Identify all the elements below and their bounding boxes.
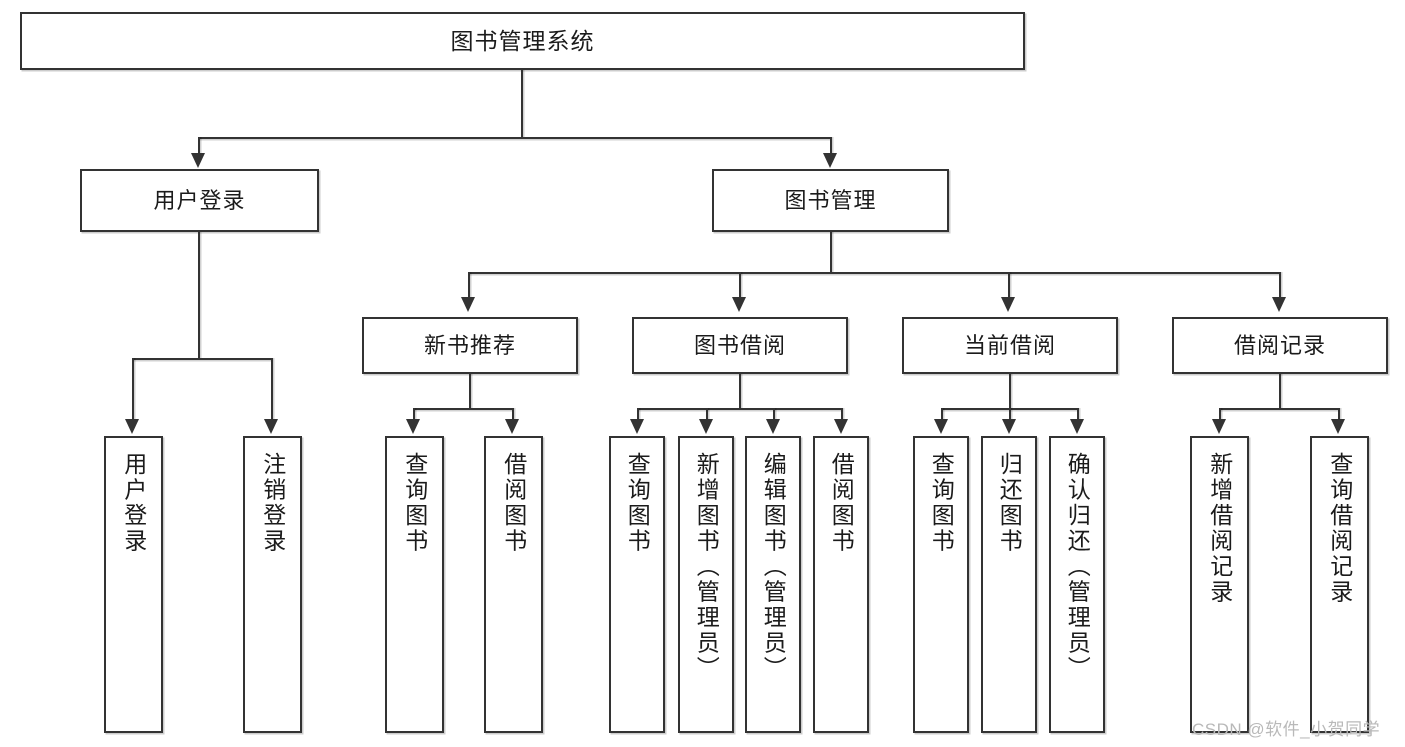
connector-cb-drop-1 <box>941 408 943 420</box>
connector-cb-drop-3 <box>1077 408 1079 420</box>
leaf-query-book-3-label: 查询图书 <box>928 452 955 554</box>
leaf-edit-book-label: 编辑图书（管理员） <box>760 452 787 682</box>
node-new-book-rec[interactable]: 新书推荐 <box>362 317 578 374</box>
arrowhead-to-user-login <box>191 153 205 168</box>
node-root-label: 图书管理系统 <box>450 27 595 54</box>
leaf-confirm-return[interactable]: 确认归还（管理员） <box>1049 436 1105 733</box>
node-book-borrow[interactable]: 图书借阅 <box>632 317 848 374</box>
connector-nbr-drop-1 <box>413 408 415 420</box>
connector-bb-drop-2 <box>706 408 708 420</box>
node-book-borrow-label: 图书借阅 <box>693 332 786 358</box>
connector-book-manage-bus <box>468 272 1280 274</box>
connector-new-book-rec-bus <box>413 408 513 410</box>
leaf-borrow-book-1[interactable]: 借阅图书 <box>484 436 543 733</box>
connector-book-manage-stem <box>830 232 832 272</box>
node-book-manage-label: 图书管理 <box>784 187 877 213</box>
connector-book-borrow-stem <box>739 374 741 408</box>
arrowhead-leaf-user-logout <box>264 419 278 434</box>
leaf-borrow-book-2-label: 借阅图书 <box>828 452 855 554</box>
leaf-user-logout-label: 注销登录 <box>259 452 286 554</box>
arrowhead-leaf-query-book-3 <box>934 419 948 434</box>
connector-borrow-record-bus <box>1219 408 1339 410</box>
arrowhead-leaf-return-book <box>1002 419 1016 434</box>
leaf-add-book-label: 新增图书（管理员） <box>693 452 720 682</box>
leaf-borrow-book-1-label: 借阅图书 <box>500 452 527 554</box>
connector-br-drop-2 <box>1338 408 1340 420</box>
leaf-borrow-book-2[interactable]: 借阅图书 <box>813 436 869 733</box>
leaf-confirm-return-label: 确认归还（管理员） <box>1064 452 1091 682</box>
connector-root-drop-left <box>198 137 200 155</box>
arrowhead-leaf-confirm-return <box>1070 419 1084 434</box>
arrowhead-leaf-user-login <box>125 419 139 434</box>
arrowhead-to-book-borrow <box>732 297 746 312</box>
connector-root-drop-right <box>830 137 832 155</box>
leaf-query-record-label: 查询借阅记录 <box>1326 452 1353 605</box>
connector-new-book-rec-stem <box>469 374 471 408</box>
connector-br-drop-1 <box>1219 408 1221 420</box>
connector-nbr-drop-2 <box>512 408 514 420</box>
connector-bb-drop-4 <box>841 408 843 420</box>
arrowhead-leaf-query-book-1 <box>406 419 420 434</box>
leaf-query-book-1[interactable]: 查询图书 <box>385 436 444 733</box>
node-user-login-label: 用户登录 <box>153 187 246 213</box>
leaf-query-book-1-label: 查询图书 <box>401 452 428 554</box>
leaf-add-record[interactable]: 新增借阅记录 <box>1190 436 1249 733</box>
arrowhead-to-book-manage <box>823 153 837 168</box>
leaf-query-book-2-label: 查询图书 <box>624 452 651 554</box>
node-current-borrow[interactable]: 当前借阅 <box>902 317 1118 374</box>
arrowhead-to-current-borrow <box>1001 297 1015 312</box>
connector-user-login-stem <box>198 232 200 358</box>
node-book-manage[interactable]: 图书管理 <box>712 169 949 232</box>
leaf-add-record-label: 新增借阅记录 <box>1206 452 1233 605</box>
connector-book-borrow-bus <box>637 408 842 410</box>
connector-user-login-drop-2 <box>271 358 273 420</box>
connector-cb-drop-2 <box>1009 408 1011 420</box>
connector-l3-drop-4 <box>1279 272 1281 298</box>
connector-borrow-record-stem <box>1279 374 1281 408</box>
arrowhead-leaf-add-book <box>699 419 713 434</box>
connector-bb-drop-1 <box>637 408 639 420</box>
connector-bb-drop-3 <box>773 408 775 420</box>
arrowhead-leaf-borrow-book-2 <box>834 419 848 434</box>
leaf-query-record[interactable]: 查询借阅记录 <box>1310 436 1369 733</box>
leaf-add-book[interactable]: 新增图书（管理员） <box>678 436 734 733</box>
leaf-return-book-label: 归还图书 <box>996 452 1023 554</box>
arrowhead-to-borrow-record <box>1272 297 1286 312</box>
leaf-edit-book[interactable]: 编辑图书（管理员） <box>745 436 801 733</box>
connector-l3-drop-3 <box>1008 272 1010 298</box>
connector-current-borrow-stem <box>1009 374 1011 408</box>
node-user-login[interactable]: 用户登录 <box>80 169 319 232</box>
csdn-watermark: CSDN @软件_小贺同学 <box>1192 720 1381 739</box>
leaf-query-book-3[interactable]: 查询图书 <box>913 436 969 733</box>
arrowhead-leaf-query-record <box>1331 419 1345 434</box>
node-new-book-rec-label: 新书推荐 <box>423 332 516 358</box>
node-borrow-record-label: 借阅记录 <box>1233 332 1326 358</box>
node-current-borrow-label: 当前借阅 <box>963 332 1056 358</box>
connector-user-login-bus <box>132 358 272 360</box>
node-root[interactable]: 图书管理系统 <box>20 12 1025 70</box>
arrowhead-to-new-book-rec <box>461 297 475 312</box>
connector-l3-drop-1 <box>468 272 470 298</box>
leaf-user-login-label: 用户登录 <box>120 452 147 554</box>
arrowhead-leaf-query-book-2 <box>630 419 644 434</box>
leaf-user-logout[interactable]: 注销登录 <box>243 436 302 733</box>
arrowhead-leaf-edit-book <box>766 419 780 434</box>
connector-root-stem <box>521 70 523 137</box>
arrowhead-leaf-borrow-book-1 <box>505 419 519 434</box>
connector-root-bus <box>198 137 832 139</box>
leaf-return-book[interactable]: 归还图书 <box>981 436 1037 733</box>
arrowhead-leaf-add-record <box>1212 419 1226 434</box>
leaf-query-book-2[interactable]: 查询图书 <box>609 436 665 733</box>
connector-l3-drop-2 <box>739 272 741 298</box>
leaf-user-login[interactable]: 用户登录 <box>104 436 163 733</box>
node-borrow-record[interactable]: 借阅记录 <box>1172 317 1388 374</box>
connector-user-login-drop-1 <box>132 358 134 420</box>
